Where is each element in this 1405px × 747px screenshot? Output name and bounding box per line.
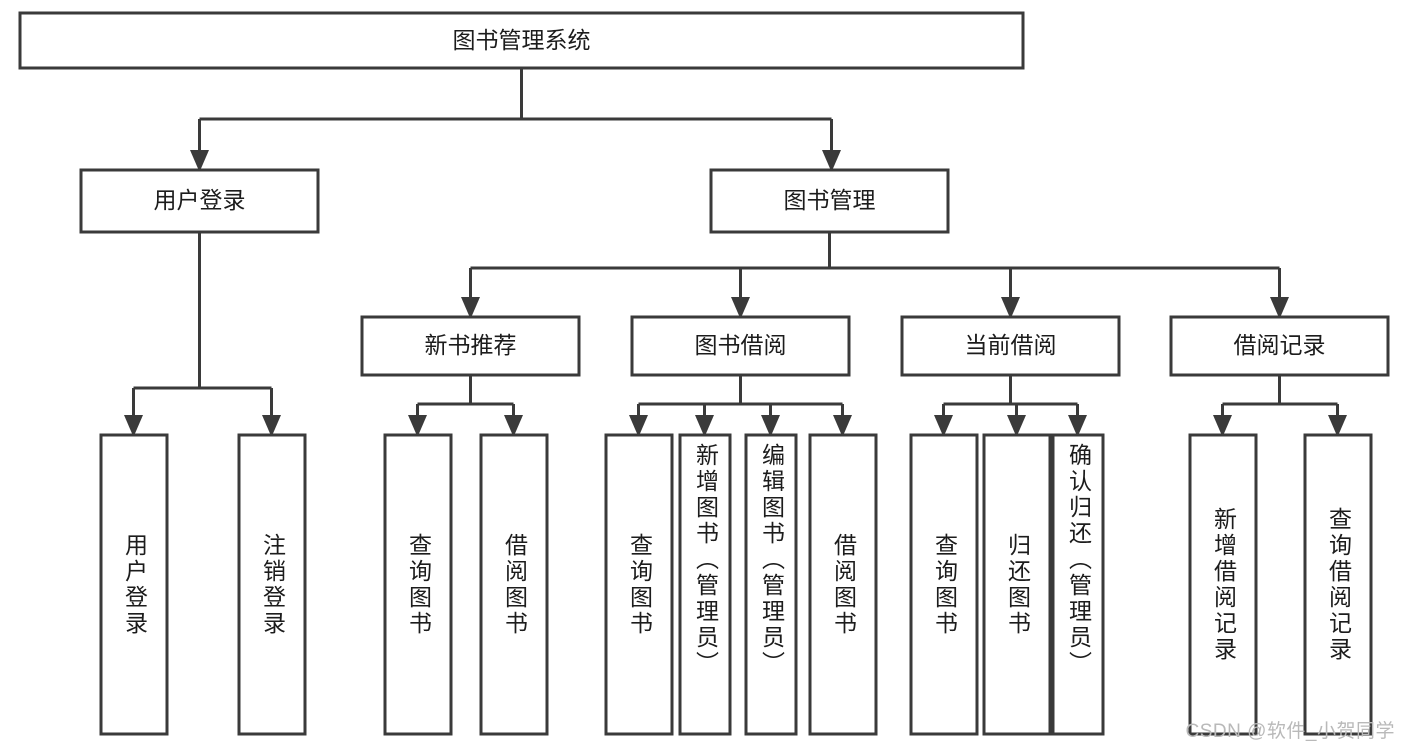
watermark-text: CSDN @软件_小贺同学 bbox=[1185, 721, 1395, 742]
node-book-manage[interactable]: 图书管理 bbox=[709, 168, 950, 234]
arrow-to-leaf-confirm-return bbox=[1068, 415, 1087, 437]
leaf-add-record-box[interactable] bbox=[1188, 433, 1258, 736]
leaf-borrow-book-1-box[interactable] bbox=[479, 433, 549, 736]
leaf-user-logout-box[interactable] bbox=[237, 433, 307, 736]
arrow-to-book-manage bbox=[822, 150, 841, 172]
node-new-book-recommend[interactable]: 新书推荐 bbox=[360, 315, 581, 377]
leaf-query-book-2-box[interactable] bbox=[604, 433, 674, 736]
arrow-to-leaf-query-book-1 bbox=[408, 415, 427, 437]
current-borrow-label: 当前借阅 bbox=[965, 332, 1057, 358]
arrowheads-layer bbox=[124, 150, 1347, 437]
node-user-login[interactable]: 用户登录 bbox=[79, 168, 320, 234]
leaf-return-book-box[interactable] bbox=[982, 433, 1052, 736]
leaf-user-login-box[interactable] bbox=[99, 433, 169, 736]
arrow-to-leaf-add-record bbox=[1213, 415, 1232, 437]
borrow-record-label: 借阅记录 bbox=[1234, 332, 1326, 358]
level2-nodes: 用户登录 图书管理 bbox=[79, 168, 950, 234]
arrow-to-leaf-query-book-2 bbox=[629, 415, 648, 437]
new-book-recommend-label: 新书推荐 bbox=[425, 332, 517, 358]
node-book-borrow[interactable]: 图书借阅 bbox=[630, 315, 851, 377]
leaf-confirm-return-box[interactable] bbox=[1051, 433, 1105, 736]
connector-root-to-level2-bus bbox=[198, 68, 833, 150]
new-book-recommend-box[interactable] bbox=[360, 315, 581, 377]
arrow-to-current-borrow bbox=[1001, 297, 1020, 319]
connector-borrowrecord-to-leaves bbox=[1221, 375, 1339, 415]
node-root[interactable]: 图书管理系统 bbox=[18, 11, 1025, 70]
connector-newbook-to-leaves bbox=[416, 375, 515, 415]
connector-userlogin-to-leaves bbox=[132, 232, 273, 415]
leaf-nodes bbox=[99, 433, 1373, 736]
arrow-to-leaf-return-book bbox=[1007, 415, 1026, 437]
root-label: 图书管理系统 bbox=[453, 27, 591, 53]
borrow-record-box[interactable] bbox=[1169, 315, 1390, 377]
arrow-to-leaf-borrow-book-1 bbox=[504, 415, 523, 437]
user-login-box[interactable] bbox=[79, 168, 320, 234]
connector-currentborrow-to-leaves bbox=[942, 375, 1079, 415]
arrow-to-leaf-user-login bbox=[124, 415, 143, 437]
arrow-to-leaf-borrow-book-2 bbox=[833, 415, 852, 437]
arrow-to-leaf-user-logout bbox=[262, 415, 281, 437]
arrow-to-borrow-record bbox=[1270, 297, 1289, 319]
arrow-to-leaf-query-record bbox=[1328, 415, 1347, 437]
level3-nodes: 新书推荐 图书借阅 当前借阅 借阅记录 bbox=[360, 315, 1390, 377]
leaf-add-book-box[interactable] bbox=[678, 433, 732, 736]
book-manage-box[interactable] bbox=[709, 168, 950, 234]
leaf-edit-book-box[interactable] bbox=[744, 433, 798, 736]
book-manage-label: 图书管理 bbox=[784, 187, 876, 213]
current-borrow-box[interactable] bbox=[900, 315, 1121, 377]
arrow-to-leaf-edit-book bbox=[761, 415, 780, 437]
leaf-query-book-3-box[interactable] bbox=[909, 433, 979, 736]
leaf-query-book-1-box[interactable] bbox=[383, 433, 453, 736]
node-current-borrow[interactable]: 当前借阅 bbox=[900, 315, 1121, 377]
arrow-to-book-borrow bbox=[731, 297, 750, 319]
connector-bookmanage-to-level3-bus bbox=[469, 232, 1281, 297]
user-login-label: 用户登录 bbox=[154, 187, 246, 213]
book-borrow-box[interactable] bbox=[630, 315, 851, 377]
connectors-layer bbox=[132, 68, 1339, 415]
root-box[interactable] bbox=[18, 11, 1025, 70]
connector-bookborrow-to-leaves bbox=[637, 375, 844, 415]
arrow-to-leaf-add-book bbox=[695, 415, 714, 437]
arrow-to-leaf-query-book-3 bbox=[934, 415, 953, 437]
node-borrow-record[interactable]: 借阅记录 bbox=[1169, 315, 1390, 377]
arrow-to-user-login bbox=[190, 150, 209, 172]
leaf-borrow-book-2-box[interactable] bbox=[808, 433, 878, 736]
arrow-to-new-book-recommend bbox=[461, 297, 480, 319]
leaf-query-record-box[interactable] bbox=[1303, 433, 1373, 736]
book-borrow-label: 图书借阅 bbox=[695, 332, 787, 358]
